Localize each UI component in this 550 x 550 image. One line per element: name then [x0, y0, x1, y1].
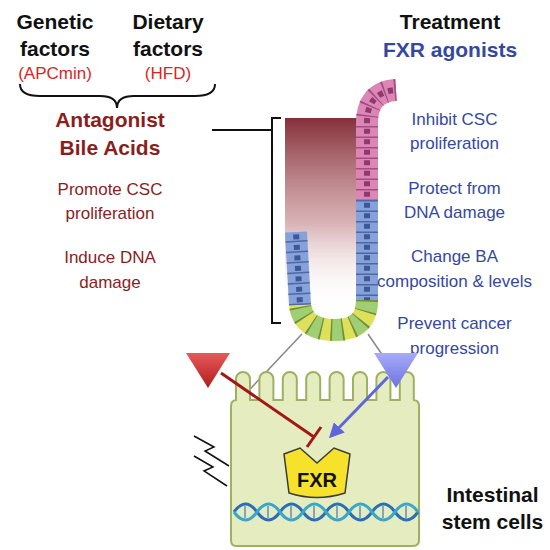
effect-text: Induce DNA damage: [40, 245, 180, 295]
lumen-gradient: [285, 118, 357, 308]
effect-text: Change BA composition & levels: [372, 244, 537, 294]
cell-dividers: [367, 90, 396, 200]
effect-text: Prevent cancer progression: [392, 311, 517, 361]
cell-outline: [231, 372, 419, 546]
treatment-name: FXR agonists: [365, 36, 535, 64]
crypt-epithelium: [356, 200, 378, 300]
stem-cell: Intestinal stem cellsFXR: [230, 368, 420, 548]
cell-nuclei: [364, 200, 370, 300]
curly-brace: [20, 84, 215, 108]
cell-dividers: [300, 300, 367, 330]
treatment-heading: Treatment: [365, 8, 535, 36]
cell-label: Intestinal stem cells: [435, 481, 550, 535]
factor-model: (HFD): [113, 63, 223, 85]
effect-text: Inhibit CSC proliferation: [392, 108, 517, 156]
factor-model: (APCmin): [0, 63, 110, 85]
cell-dividers: [296, 232, 300, 305]
antagonist-triangle: [186, 353, 230, 388]
lightning-bolt: [194, 456, 227, 486]
fxr-receptor: FXR: [282, 446, 352, 500]
effect-text: Protect from DNA damage: [392, 177, 517, 225]
bracket-connector: [212, 129, 272, 131]
crypt-base: [300, 300, 367, 330]
factor-heading: Genetic factors: [0, 8, 110, 62]
crypt-epithelium: [296, 232, 300, 305]
cell-dividers: [356, 200, 378, 300]
factor-heading: Dietary factors: [113, 8, 223, 62]
villus-epithelium: [367, 90, 396, 200]
lightning-bolt: [194, 436, 229, 466]
region-bracket: [272, 118, 281, 323]
agent-heading: Antagonist Bile Acids: [40, 106, 180, 162]
receptor-label: FXR: [282, 468, 352, 492]
cell-nuclei: [367, 90, 396, 200]
cell-nuclei: [296, 232, 300, 305]
effect-text: Promote CSC proliferation: [40, 178, 180, 226]
crypt-base-cells: [300, 300, 367, 330]
